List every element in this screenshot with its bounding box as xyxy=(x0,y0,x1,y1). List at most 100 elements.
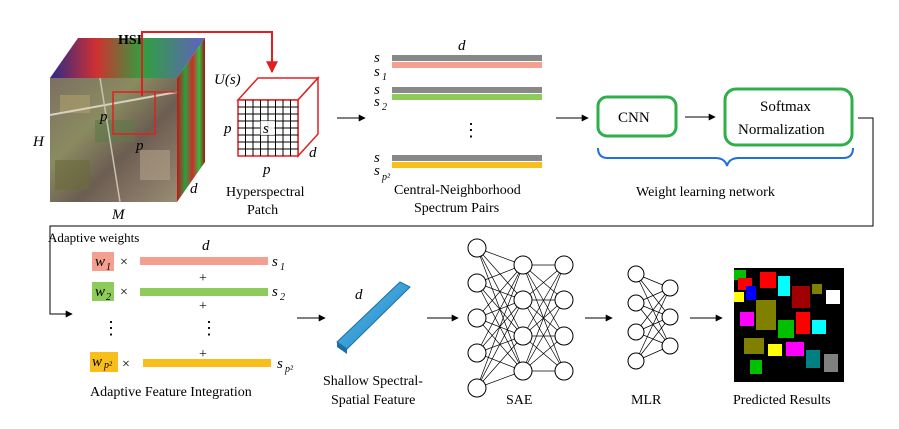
patch-bottom-label: p xyxy=(262,162,271,178)
patch-depth-label: d xyxy=(309,145,317,161)
mlr-edge xyxy=(635,316,671,362)
patch-cube: s U(s) p p d Hyperspectral Patch xyxy=(214,72,320,218)
pair3-bottom-label: s xyxy=(374,163,380,179)
plus-1: + xyxy=(199,271,207,286)
times-1: × xyxy=(120,255,128,270)
weight-learning-network: CNN Softmax Normalization Weight learnin… xyxy=(596,87,854,200)
hsi-title: HSI xyxy=(118,33,142,48)
w2-sub: 2 xyxy=(106,292,111,303)
s2-bar xyxy=(140,288,268,296)
patch-top-label: U(s) xyxy=(214,72,241,88)
patch-left-label: p xyxy=(223,121,232,137)
adaptive-weights-title: Adaptive weights xyxy=(48,230,139,245)
plus-2: + xyxy=(199,299,207,314)
shallow-caption-line1: Shallow Spectral- xyxy=(323,374,423,389)
sae-edge xyxy=(476,264,524,319)
pair2-bottom-label: s xyxy=(374,94,380,110)
mlr-caption: MLR xyxy=(631,393,662,408)
w1-label: w xyxy=(95,254,105,270)
mlr-node xyxy=(627,323,645,341)
s2-sub: 2 xyxy=(280,292,285,303)
pairs-caption-line1: Central-Neighborhood xyxy=(394,183,521,198)
mlr-edge xyxy=(635,287,671,362)
sp-sub: p² xyxy=(284,364,294,375)
pair2-bottom-sub: 2 xyxy=(382,102,387,113)
sae-node xyxy=(467,343,487,363)
times-2: × xyxy=(120,285,128,300)
pairs-d-label: d xyxy=(458,38,466,54)
hsi-width-label: M xyxy=(111,207,126,223)
mlr-edge xyxy=(635,287,671,333)
w1-sub: 1 xyxy=(106,262,111,273)
softmax-box xyxy=(723,87,854,147)
sae-edge xyxy=(476,264,524,354)
sae-node xyxy=(554,361,574,381)
hsi-patch-box xyxy=(112,91,156,135)
softmax-line1: Softmax xyxy=(760,99,811,115)
w1-box xyxy=(92,252,114,271)
sae-edge xyxy=(476,299,524,389)
sae-node xyxy=(554,326,574,346)
times-3: × xyxy=(122,357,130,372)
wp-box xyxy=(90,352,118,372)
hsi-patch-label-1: p xyxy=(99,109,108,125)
shallow-d-label: d xyxy=(355,287,363,303)
mlr-node xyxy=(661,308,679,326)
hsi-cube: HSI H M d p p xyxy=(32,33,205,223)
ellipsis-mid: ⋮ xyxy=(200,318,218,338)
sae-node xyxy=(513,326,533,346)
patch-center-label: s xyxy=(263,121,269,137)
spectrum-pairs: d s s 1 s s 2 ⋮ s s p² Central-Neighborh… xyxy=(374,38,542,216)
patch-center-cell xyxy=(260,121,275,135)
s1-bar xyxy=(140,257,268,265)
wp-label: w xyxy=(92,354,102,370)
hsi-depth-label: d xyxy=(190,181,198,197)
mlr-network xyxy=(627,265,679,370)
result-caption: Predicted Results xyxy=(733,393,831,408)
sae-network xyxy=(467,238,574,398)
w2-label: w xyxy=(95,284,105,300)
pair1-bottom-sub: 1 xyxy=(382,72,387,83)
pair2-gray-bar xyxy=(392,87,542,93)
mlr-node xyxy=(627,294,645,312)
pair2-green-bar xyxy=(392,94,542,100)
hsi-patch-label-2: p xyxy=(135,138,144,154)
adaptive-integration: Adaptive weights d w 1 × s 1 + w 2 × s 2… xyxy=(48,230,294,400)
shallow-feature: d Shallow Spectral- Spatial Feature xyxy=(323,281,423,408)
sae-edge xyxy=(476,264,524,389)
sp-bar xyxy=(143,359,271,367)
mlr-node xyxy=(627,265,645,283)
pair3-top-label: s xyxy=(374,150,380,166)
sae-node xyxy=(467,238,487,258)
sae-node xyxy=(554,255,574,275)
sae-edge xyxy=(522,264,565,337)
softmax-line2: Normalization xyxy=(738,122,825,138)
sp-label: s xyxy=(277,356,283,372)
sae-node xyxy=(467,308,487,328)
pair1-pink-bar xyxy=(392,62,542,68)
pair1-bottom-label: s xyxy=(374,64,380,80)
sae-caption: SAE xyxy=(506,393,532,408)
shallow-rod xyxy=(336,281,411,350)
mlr-node xyxy=(627,352,645,370)
predicted-map xyxy=(734,268,844,382)
connector-to-integration xyxy=(49,117,874,318)
pairs-ellipsis: ⋮ xyxy=(462,120,480,140)
wp-sub: p² xyxy=(103,360,113,371)
network-caption: Weight learning network xyxy=(636,185,775,200)
s2-label: s xyxy=(272,284,278,300)
sae-edge xyxy=(522,264,565,372)
pairs-caption-line2: Spectrum Pairs xyxy=(414,201,499,216)
hsi-cube-side xyxy=(177,38,205,202)
shallow-caption-line2: Spatial Feature xyxy=(331,393,415,408)
sae-node xyxy=(467,273,487,293)
hsi-cube-top xyxy=(50,38,205,78)
integration-d-label: d xyxy=(202,238,210,254)
w2-box xyxy=(92,282,114,301)
pair1-gray-bar xyxy=(392,55,542,61)
pair3-bottom-sub: p² xyxy=(381,172,391,183)
mlr-node xyxy=(661,279,679,297)
s1-sub: 1 xyxy=(280,262,285,273)
sae-node xyxy=(513,290,533,310)
sae-node xyxy=(554,290,574,310)
